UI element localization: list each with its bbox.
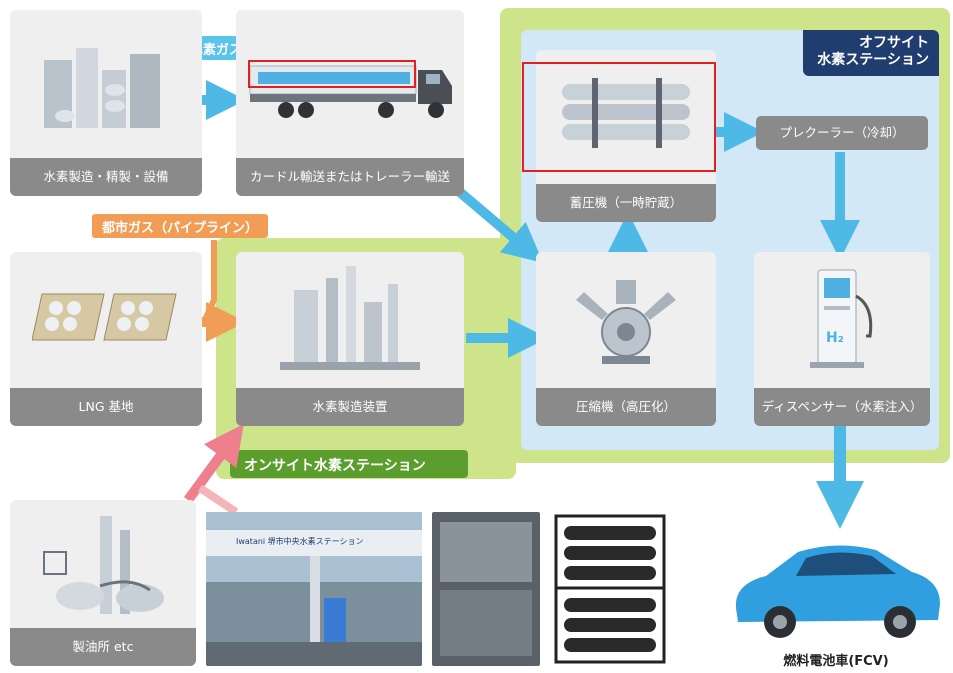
station-ground [206, 642, 422, 666]
pressure-accumulator-icon [562, 78, 690, 148]
transport-box: カードル輸送またはトレーラー輸送 [236, 10, 464, 196]
offsite-label-line2: 水素ステーション [817, 52, 929, 68]
arrow-refinery-to-onsite [183, 423, 244, 503]
accumulator-rack-photo [554, 514, 666, 664]
offsite-label-line1: オフサイト [859, 35, 929, 51]
lng-label: LNG 基地 [10, 388, 202, 426]
production-box: 水素製造・精製・設備 [10, 10, 202, 196]
accumulator-box: 蓄圧機（一時貯蔵） [536, 50, 716, 222]
arrow-transport-to-compressor [451, 184, 544, 263]
compressor-icon [576, 280, 676, 364]
equipment-panel-bottom [440, 590, 532, 656]
dispenser-box: H₂ ディスペンサー（水素注入） [754, 252, 930, 426]
equipment-panel-top [440, 522, 532, 582]
transport-label: カードル輸送またはトレーラー輸送 [236, 158, 464, 196]
arrow-city-gas-connector [201, 240, 217, 324]
arrow-refinery-tail [197, 484, 239, 516]
lng-tank-icon [32, 293, 177, 341]
compressor-label: 圧縮機（高圧化） [536, 388, 716, 426]
station-pillar [310, 556, 320, 666]
compressor-equipment-photo [432, 512, 540, 666]
onsite-production-label: 水素製造装置 [236, 388, 464, 426]
accumulator-label: 蓄圧機（一時貯蔵） [536, 184, 716, 222]
refinery-icon [43, 516, 164, 614]
trailer-highlight-frame [248, 60, 416, 88]
accumulator-highlight-frame [522, 62, 716, 172]
station-canopy [206, 530, 422, 556]
trailer-truck-icon [249, 65, 452, 118]
dispenser-label: ディスペンサー（水素注入） [754, 388, 930, 426]
production-facility-icon [44, 48, 160, 128]
station-sign: Iwatani 堺市中央水素ステーション [236, 537, 364, 546]
station-dispenser [324, 598, 346, 648]
refinery-label: 製油所 etc [10, 628, 196, 666]
city-gas-tag: 都市ガス（パイプライン） [92, 214, 269, 238]
refinery-box: 製油所 etc [10, 500, 196, 666]
hydrogen-station-photo: Iwatani 堺市中央水素ステーション [206, 512, 422, 666]
fcv-caption: 燃料電池車(FCV) [783, 654, 889, 669]
onsite-production-box: 水素製造装置 [236, 252, 464, 426]
production-label: 水素製造・精製・設備 [10, 158, 202, 196]
hydrogen-production-unit-icon [280, 266, 420, 370]
onsite-station-label: オンサイト水素ステーション [230, 450, 468, 478]
compressor-box: 圧縮機（高圧化） [536, 252, 716, 426]
fuel-cell-vehicle-icon [735, 545, 940, 638]
dispenser-icon [810, 269, 873, 368]
lng-box: LNG 基地 [10, 252, 202, 426]
precooler-label: プレクーラー（冷却） [756, 116, 928, 150]
dispenser-h2-text: H₂ [826, 330, 844, 346]
offsite-station-label: オフサイト 水素ステーション [803, 30, 939, 76]
